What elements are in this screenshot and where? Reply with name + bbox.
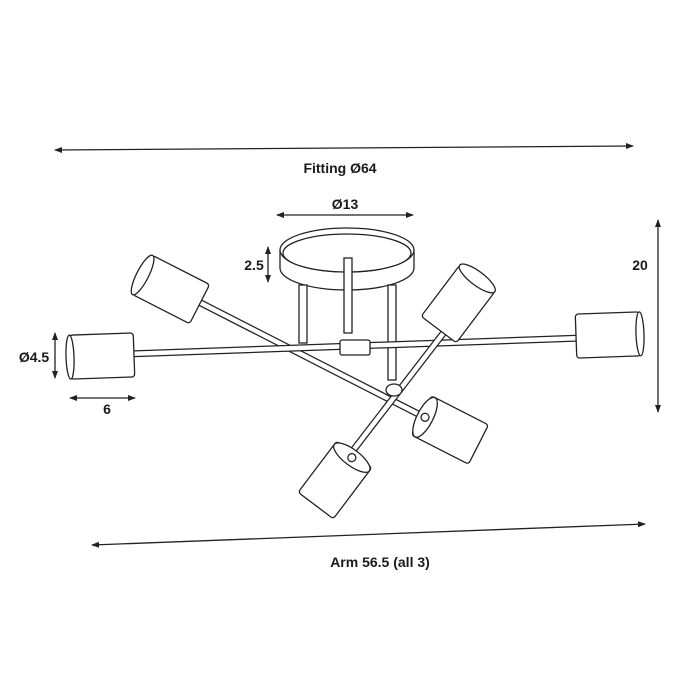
shade-lower-left xyxy=(298,441,372,519)
shade-length-label: 6 xyxy=(103,401,111,417)
canopy-height-label: 2.5 xyxy=(244,257,264,273)
fitting-dimension-arrow xyxy=(54,143,634,153)
shade-diameter-label: Ø4.5 xyxy=(18,349,50,365)
support-rods xyxy=(298,257,397,381)
shade-upper-right xyxy=(421,263,496,343)
total-height-label: 20 xyxy=(632,257,648,273)
fitting-diameter-label: Fitting Ø64 xyxy=(303,160,377,176)
canopy-diameter-label: Ø13 xyxy=(331,196,359,212)
arm-length-label: Arm 56.5 (all 3) xyxy=(330,554,430,570)
shade-lower-right xyxy=(411,396,489,464)
shade-upper-left xyxy=(130,254,210,324)
arm-length-arrow xyxy=(91,521,646,548)
shade-left xyxy=(65,332,136,380)
shade-right xyxy=(574,311,645,359)
arm-horizontal xyxy=(69,332,641,360)
arm-diagonal-2 xyxy=(335,315,458,473)
